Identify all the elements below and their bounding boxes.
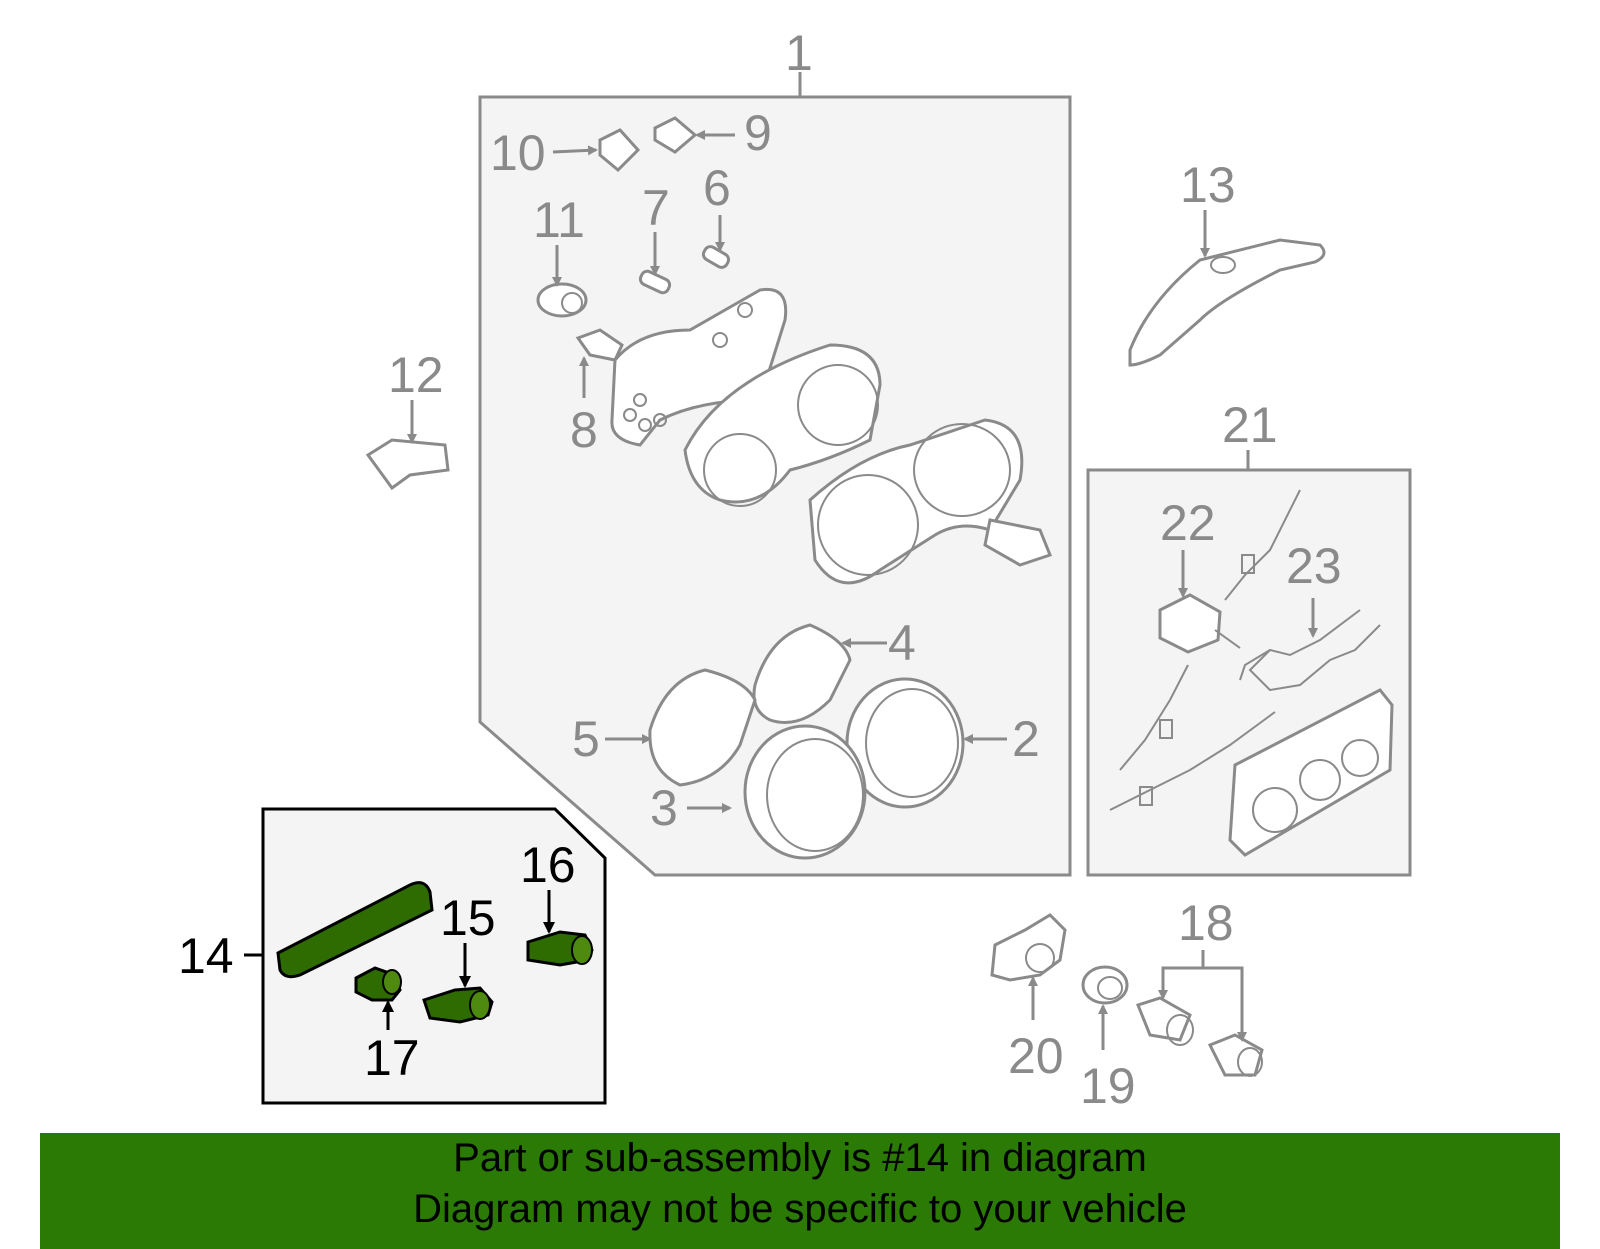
callout-14: 14 [178,928,234,984]
part-14-switch-panel [276,881,434,979]
callout-15: 15 [440,890,496,946]
callout-20: 20 [1008,1028,1064,1084]
part-11-socket [536,282,588,318]
cluster-gauge-face [683,343,882,507]
switch-assembly-panel [261,807,607,1105]
callout-4: 4 [888,615,916,671]
part-20-bracket [990,913,1067,982]
cable-left [1119,664,1189,771]
climate-control-head [1228,688,1394,857]
part-16-switch [526,930,594,967]
callout-23: 23 [1286,538,1342,594]
callout-6: 6 [703,160,731,216]
part-4-lens [752,623,852,724]
callout-2: 2 [1012,711,1040,767]
part-3-ring [743,724,867,860]
callout-22: 22 [1160,495,1216,551]
callout-19: 19 [1080,1058,1136,1114]
callout-8: 8 [570,402,598,458]
callout-9: 9 [744,105,772,161]
callout-21: 21 [1222,397,1278,453]
callout-16: 16 [520,837,576,893]
part-12-bracket [365,438,450,491]
callout-5: 5 [572,711,600,767]
callout-12: 12 [388,347,444,403]
cable-bottom [1109,711,1276,811]
callout-13: 13 [1180,157,1236,213]
part-9-clip [653,116,698,154]
part-13-trim [1128,238,1326,367]
part-15-switch [422,986,494,1024]
banner-line-2: Diagram may not be specific to your vehi… [413,1187,1187,1231]
callout-11: 11 [533,192,585,248]
cable-top [1224,489,1301,601]
part-5-lens [648,668,757,787]
part-19-knob [1081,965,1129,1005]
callout-3: 3 [650,780,678,836]
part-17-knob [354,966,402,1002]
part-22-actuator [1158,593,1241,654]
banner-line-1: Part or sub-assembly is #14 in diagram [453,1136,1147,1180]
leader-lines [244,130,1318,1050]
part-2-ring [845,677,965,809]
callout-18: 18 [1178,895,1234,951]
part-18-knob-b [1207,1033,1264,1077]
part-23-harness [1239,609,1381,692]
info-banner: Part or sub-assembly is #14 in diagram D… [40,1133,1560,1249]
callout-1: 1 [785,25,813,81]
part-8-connector [575,328,624,362]
part-10-clip [598,128,641,173]
callout-7: 7 [642,180,670,236]
callout-17: 17 [364,1030,420,1086]
callout-10: 10 [490,125,546,181]
cluster-front-bezel [808,418,1052,585]
part-18-knob-a [1136,996,1194,1046]
